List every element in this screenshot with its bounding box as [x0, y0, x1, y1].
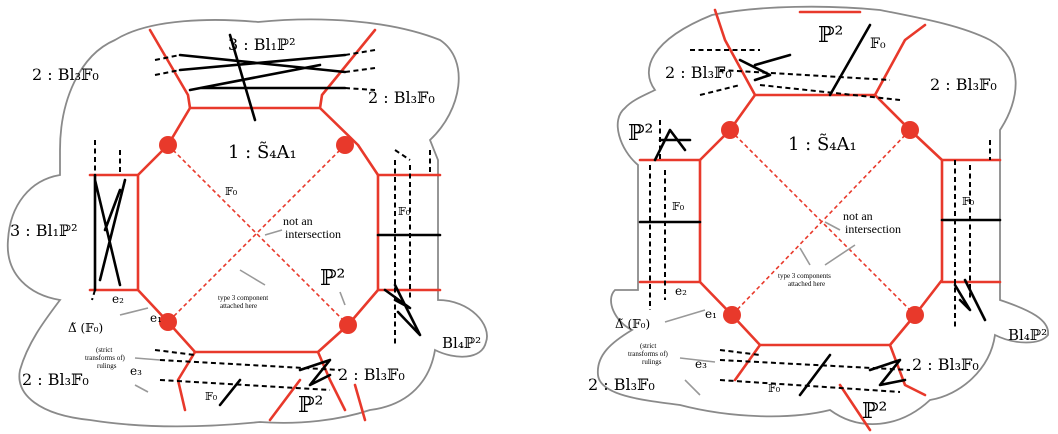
left-inner-p2: ℙ²	[320, 266, 345, 291]
right-top-lines	[738, 23, 872, 97]
right-node-br	[906, 306, 924, 324]
right-delta: Δ̃ (𝔽₀)	[615, 317, 650, 331]
left-top-label: 3 : Bl₁ℙ²	[228, 35, 295, 54]
right-upper-right-label: 2 : Bl₃𝔽₀	[930, 75, 997, 94]
left-upper-right-label: 2 : Bl₃𝔽₀	[368, 88, 435, 107]
left-f0-diag: 𝔽₀	[225, 185, 238, 198]
right-e2: e₂	[675, 284, 687, 298]
right-left-panel	[638, 158, 702, 284]
left-lower-left-label: 2 : Bl₃𝔽₀	[22, 370, 89, 389]
left-right-label: Bl₄ℙ²	[442, 334, 481, 352]
right-arrow-nointersection	[824, 221, 841, 231]
left-top-lines	[178, 33, 347, 122]
left-type3-l1: type 3 component	[218, 294, 268, 302]
right-left-dashes	[649, 120, 666, 310]
left-lower-right-label: 2 : Bl₃𝔽₀	[338, 365, 405, 384]
right-f0-left: 𝔽₀	[672, 200, 685, 213]
right-top-panel	[713, 8, 927, 97]
right-type3-l2: attached here	[788, 280, 825, 288]
left-arrow-p2	[339, 291, 346, 306]
right-arrow-strict	[679, 357, 716, 396]
right-center-label: 1 : S̃₄A₁	[788, 133, 857, 155]
left-bottom-p2: ℙ²	[298, 393, 323, 418]
right-diagonal-1	[729, 129, 916, 316]
right-e1: e₁	[705, 307, 717, 321]
left-not-an: not an	[283, 214, 313, 228]
left-f0-right: 𝔽₀	[398, 205, 411, 218]
right-top-p2: ℙ²	[818, 23, 843, 48]
left-arrow-type3	[239, 269, 266, 286]
right-strict-3: rulings	[642, 358, 662, 366]
left-diagram: 3 : Bl₁ℙ² 2 : Bl₃𝔽₀ 2 : Bl₃𝔽₀ 1 : S̃₄A₁ …	[7, 18, 488, 428]
right-node-bl	[723, 306, 741, 324]
left-left-dashes	[91, 140, 121, 301]
right-e3: e₃	[695, 357, 707, 371]
left-node-tr	[336, 136, 354, 154]
right-right-label: Bl₄ℙ²	[1008, 326, 1047, 344]
right-not-an: not an	[843, 209, 873, 223]
left-left-panel	[88, 173, 140, 292]
right-arrow-type3	[799, 244, 856, 266]
left-bottom-dashes	[154, 349, 341, 391]
right-top-f0: 𝔽₀	[870, 36, 886, 52]
right-outline	[597, 5, 1049, 425]
left-top-panel	[148, 28, 377, 110]
left-delta: Δ̃ (𝔽₀)	[68, 321, 103, 335]
right-strict-2: transforms of)	[628, 350, 669, 358]
right-left-p2: ℙ²	[628, 121, 653, 146]
right-bottom-dashes	[719, 349, 911, 393]
left-center-label: 1 : S̃₄A₁	[228, 141, 297, 163]
right-strict-1: (strict	[640, 342, 656, 350]
right-diagram: ℙ² 𝔽₀ 2 : Bl₃𝔽₀ 2 : Bl₃𝔽₀ ℙ² 1 : S̃₄A₁ 𝔽…	[588, 5, 1049, 432]
right-lower-right-label: 2 : Bl₃𝔽₀	[912, 355, 979, 374]
right-diagonal-2	[731, 129, 911, 316]
left-type3-l2: attached here	[220, 302, 257, 310]
left-strict-2: transforms of)	[85, 354, 126, 362]
left-e2: e₂	[112, 292, 124, 306]
left-intersection: intersection	[285, 227, 341, 241]
right-lower-left-label: 2 : Bl₃𝔽₀	[588, 375, 655, 394]
left-strict-1: (strict	[96, 346, 112, 354]
right-node-tr	[901, 121, 919, 139]
left-arrow-strict	[134, 357, 161, 393]
left-upper-left-label: 2 : Bl₃𝔽₀	[32, 65, 99, 84]
left-bottom-panel	[176, 350, 367, 422]
left-f0-bottom: 𝔽₀	[205, 390, 218, 403]
left-arrow-delta	[119, 307, 149, 316]
left-outline	[7, 18, 488, 428]
right-arrow-delta	[664, 309, 706, 323]
left-diagonal-1	[167, 144, 349, 326]
right-node-tl	[721, 121, 739, 139]
left-e1: e₁	[150, 311, 162, 325]
right-top-dashes	[690, 49, 901, 101]
left-arrow-nointersection	[264, 229, 283, 236]
left-e3: e₃	[130, 364, 142, 378]
left-top-dashes	[154, 49, 376, 91]
right-f0-bottom: 𝔽₀	[768, 382, 781, 395]
right-bottom-p2: ℙ²	[862, 399, 887, 424]
left-left-label: 3 : Bl₁ℙ²	[10, 221, 77, 240]
left-node-br	[339, 316, 357, 334]
right-right-dashes	[954, 140, 991, 330]
right-bottom-panel	[733, 343, 927, 432]
right-type3-l1: type 3 components	[778, 272, 831, 280]
right-intersection: intersection	[845, 222, 901, 236]
left-strict-3: rulings	[97, 362, 117, 370]
right-f0-right: 𝔽₀	[962, 195, 975, 208]
left-left-lines	[93, 173, 127, 292]
left-node-bl	[159, 313, 177, 331]
left-node-tl	[159, 136, 177, 154]
right-bottom-lines	[798, 353, 907, 397]
right-upper-left-label: 2 : Bl₃𝔽₀	[665, 63, 732, 82]
